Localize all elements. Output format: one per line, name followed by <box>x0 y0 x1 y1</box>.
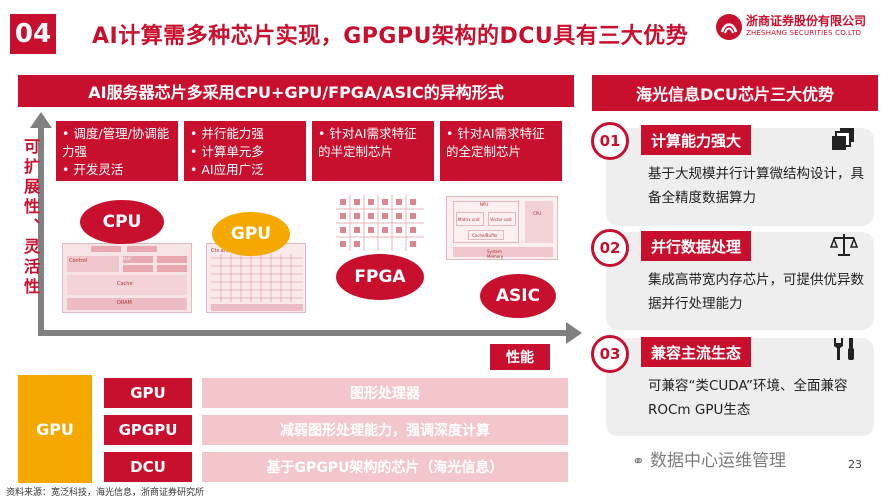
logo-chinese-name: 浙商证券股份有限公司 <box>746 14 867 28</box>
advantage-number: 03 <box>591 335 629 373</box>
x-axis-arrowhead <box>566 322 582 344</box>
cpu-feature-box: 调度/管理/协调能力强 开发灵活 <box>56 121 178 181</box>
advantage-number: 01 <box>591 122 629 160</box>
advantage-description: 可兼容“类CUDA”环境、全面兼容ROCm GPU生态 <box>648 378 848 418</box>
cpu-cache-block: Cache <box>67 275 187 295</box>
feature-item: 计算单元多 <box>190 143 300 161</box>
asic-vector-unit: Vector unit <box>488 212 516 226</box>
advantage-title: 计算能力强大 <box>641 125 752 155</box>
gpu-chip-label: GPU <box>212 212 290 256</box>
y-axis-label: 可扩展性、灵活性 <box>21 138 40 298</box>
table-row-description: 减弱图形处理能力，强调深度计算 <box>202 415 568 445</box>
feature-item: 针对AI需求特征的半定制芯片 <box>318 125 428 161</box>
wechat-icon: ⚭ <box>632 452 645 470</box>
cpu-control-block: Control <box>67 256 119 272</box>
layers-icon <box>830 126 858 152</box>
asic-npu-label: NPU <box>480 202 489 207</box>
feature-item: 针对AI需求特征的全定制芯片 <box>446 125 556 161</box>
tools-icon <box>830 336 858 362</box>
x-axis-line <box>38 330 568 336</box>
feature-item: 开发灵活 <box>62 161 172 179</box>
slide-number-badge: 04 <box>10 14 56 54</box>
asic-matrix-unit: Matrix unit <box>456 212 484 226</box>
asic-cache-buffer: Cache/Buffer <box>468 230 504 240</box>
fpga-architecture-diagram <box>336 195 424 275</box>
table-row-description: 图形处理器 <box>202 378 568 408</box>
table-row-description: 基于GPGPU架构的芯片（海光信息） <box>202 452 568 482</box>
gpu-feature-box: 并行能力强 计算单元多 AI应用广泛 <box>184 121 306 181</box>
x-axis-label: 性能 <box>490 344 550 370</box>
feature-item: AI应用广泛 <box>190 161 300 179</box>
fpga-chip-label: FPGA <box>336 254 424 300</box>
advantage-number: 02 <box>591 229 629 267</box>
advantage-description: 基于大规模并行计算微结构设计，具备全精度数据算力 <box>648 166 864 206</box>
asic-chip-label: ASIC <box>480 274 556 318</box>
asic-cpu-block: CPU <box>525 201 553 243</box>
cpu-alu-block: ALU <box>123 256 153 263</box>
gpu-group-label: GPU <box>18 375 92 483</box>
advantage-description: 集成高带宽内存芯片，可提供优异数据并行处理能力 <box>648 272 864 312</box>
fpga-feature-box: 针对AI需求特征的半定制芯片 <box>312 121 434 181</box>
y-axis-line <box>38 124 44 336</box>
source-note: 资料来源：宽泛科技，海光信息，浙商证券研究所 <box>6 488 205 498</box>
balance-scale-icon <box>829 232 859 258</box>
table-row-name: GPU <box>104 378 192 408</box>
table-row-name: DCU <box>104 452 192 482</box>
feature-item: 调度/管理/协调能力强 <box>62 125 172 161</box>
watermark-text: 数据中心运维管理 <box>649 451 786 471</box>
wechat-watermark: ⚭ 数据中心运维管理 <box>632 446 786 471</box>
table-row-name: GPGPU <box>104 415 192 445</box>
slide-title: AI计算需多种芯片实现，GPGPU架构的DCU具有三大优势 <box>92 24 689 49</box>
logo-mark-icon <box>716 14 742 40</box>
advantage-title: 并行数据处理 <box>641 231 752 261</box>
asic-architecture-diagram: NPU Matrix unit Vector unit Cache/Buffer… <box>446 196 558 260</box>
page-number: 23 <box>848 458 862 471</box>
asic-feature-box: 针对AI需求特征的全定制芯片 <box>440 121 562 181</box>
cpu-dram-block: DRAM <box>67 298 187 310</box>
cpu-architecture-diagram: Control ALU Cache DRAM <box>62 243 192 313</box>
heterogeneous-banner: AI服务器芯片多采用CPU+GPU/FPGA/ASIC的异构形式 <box>18 75 574 107</box>
dcu-advantages-banner: 海光信息DCU芯片三大优势 <box>592 75 878 111</box>
company-logo: 浙商证券股份有限公司 ZHESHANG SECURITIES CO.LTD <box>716 12 876 44</box>
logo-english-name: ZHESHANG SECURITIES CO.LTD <box>746 29 862 37</box>
advantage-title: 兼容主流生态 <box>641 337 752 367</box>
cpu-chip-label: CPU <box>80 200 164 244</box>
asic-system-memory: System Memory <box>453 247 553 259</box>
feature-item: 并行能力强 <box>190 125 300 143</box>
y-axis-arrowhead <box>30 112 52 128</box>
